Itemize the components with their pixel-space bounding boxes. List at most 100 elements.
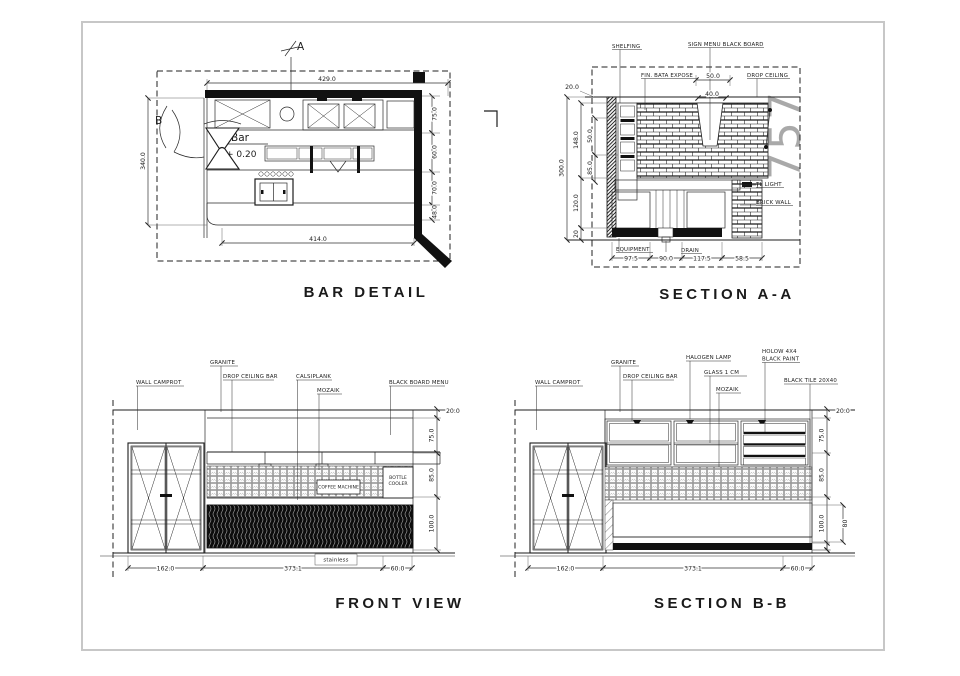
bb-counter-slats [612,502,813,538]
front-view: COFFEE MACHINE BOTTLE COOLER stainless W… [100,360,464,612]
fv-label-calsiplank: CALSIPLANK [296,374,331,380]
aa-dim-50-shelf: 50.0 [587,129,594,143]
fv-stainless-label: stainless [323,558,348,564]
aa-drain-gap [657,227,674,238]
fv-dim-373: 373.1 [284,566,302,573]
bb-label-drop-ceiling: DROP CEILING BAR [623,374,678,380]
bar-level-label: + 0.20 [226,150,257,160]
bb-halogen-lamp-3 [758,420,766,424]
bb-mosaic-band [604,466,813,501]
bb-dim-75: 75.0 [819,429,826,443]
bb-dim-80: 80 [842,520,849,528]
plan-top-wall [205,90,422,98]
fv-mosaic-band [206,465,414,499]
fv-bar-front-panel [206,504,414,549]
aa-label-sign-menu: SIGN MENU BLACK BOARD [688,42,764,48]
aa-tl-light-fixture [742,182,752,187]
section-aa-title: SECTION A-A [659,286,794,303]
bb-dim-162: 162.0 [557,566,575,573]
fv-label-mozaik: MOZAIK [317,388,340,394]
front-view-dimensions: 162.0 373.1 60.0 20.0 75.0 85.0 100.0 [125,406,461,574]
fv-dim-100: 100.0 [429,515,436,533]
fv-dim-75: 75.0 [429,429,436,443]
bb-cabinets [604,418,811,468]
aa-dim-85: 85.0 [587,161,594,175]
aa-label-fin-bata: FIN. BATA EXPOSE [641,73,693,79]
dim-70: 70.0 [432,181,439,195]
fv-dim-60: 60.0 [391,566,405,573]
bb-drawer-stack [740,420,809,466]
aa-label-drain: DRAIN [681,248,699,254]
fv-dim-162: 162.0 [157,566,175,573]
bar-detail-dimensions: 429.0 414.0 340.0 75.0 60.0 70.0 48.0 [139,75,451,246]
aa-tile-strip [614,179,741,191]
aa-dim-40: 40.0 [705,91,719,98]
plan-front-counter [206,169,414,226]
section-marker-b: B [155,105,205,159]
bar-detail-boundary [156,70,451,262]
front-view-title: FRONT VIEW [335,595,464,612]
section-aa-boundary [591,66,801,268]
aa-wall-section [606,96,617,238]
dim-75: 75.0 [432,107,439,121]
watermark-757: 757 [760,90,811,180]
plan-right-wall [414,98,422,238]
aa-dim-117-5: 117.5 [693,256,711,263]
bar-detail-title: BAR DETAIL [304,284,429,301]
plan-back-counter [207,97,415,131]
bb-dim-20: 20.0 [836,408,850,415]
aa-dim-20-base: 20 [573,230,580,238]
fv-coffee-machine-label: COFFEE MACHINE [318,485,359,491]
aa-dim-300: 300.0 [559,159,566,177]
aa-label-brick-wall: BRICK WALL [756,200,791,206]
fv-label-granite: GRANITE [210,360,236,366]
bb-dim-85: 85.0 [819,468,826,482]
fv-stainless-tag: stainless [314,553,358,566]
aa-dim-148: 148.0 [573,131,580,149]
fv-dim-85: 85.0 [429,468,436,482]
bb-label-holow1: HOLOW 4X4 [762,349,797,355]
section-marker-a-label: A [297,41,305,53]
bb-door [529,442,607,554]
fv-door [127,442,205,554]
aa-brick-wall-lower [731,179,763,239]
dim-429: 429.0 [318,76,336,83]
plan-bar-counter [264,145,375,173]
fv-label-drop-ceiling: DROP CEILING BAR [223,374,278,380]
aa-label-shelfing: SHELFING [612,44,640,50]
bb-halogen-lamp-1 [633,420,641,424]
aa-dim-58-5: 58.5 [735,256,749,263]
bb-label-granite: GRANITE [611,360,637,366]
bb-end-panel [604,499,614,551]
fv-bottle-cooler: BOTTLE COOLER [382,466,414,499]
fv-callouts: WALL CAMPROT GRANITE DROP CEILING BAR CA… [136,360,449,500]
corner-bracket [484,110,498,127]
bb-label-black-tile: BLACK TILE 20X40 [784,378,837,384]
bb-dim-60: 60.0 [791,566,805,573]
fv-bottle-cooler-label2: COOLER [388,481,408,487]
bb-label-mozaik: MOZAIK [716,387,739,393]
aa-label-tl-light: TL LIGHT [755,182,782,188]
bb-halogen-lamp-2 [686,420,694,424]
aa-label-equipment: EQUIPMENT [616,247,650,253]
fv-dim-20: 20.0 [446,408,460,415]
section-bb-view: WALL CAMPROT GRANITE DROP CEILING BAR HA… [500,349,855,612]
plan-column-block [413,72,425,83]
bar-detail-view: A B Bar + 0.20 [139,40,452,301]
bb-label-halogen: HALOGEN LAMP [686,355,732,361]
fv-label-wall: WALL CAMPROT [136,380,182,386]
plan-fridge [254,178,294,206]
aa-dim-120: 120.0 [573,194,580,212]
aa-dim-20-top: 20.0 [565,84,579,91]
bb-callouts: WALL CAMPROT GRANITE DROP CEILING BAR HA… [535,349,838,543]
plan-section-cut-symbol [203,120,242,170]
bb-label-glass: GLASS 1 CM [704,370,739,376]
fv-bottle-cooler-label1: BOTTLE [389,475,407,481]
plan-diagonal-wall [414,234,452,268]
bb-label-wall: WALL CAMPROT [535,380,581,386]
bb-dim-373: 373.1 [684,566,702,573]
section-marker-b-label: B [155,115,162,127]
aa-support-strut [764,108,772,149]
bb-dim-100: 100.0 [819,515,826,533]
